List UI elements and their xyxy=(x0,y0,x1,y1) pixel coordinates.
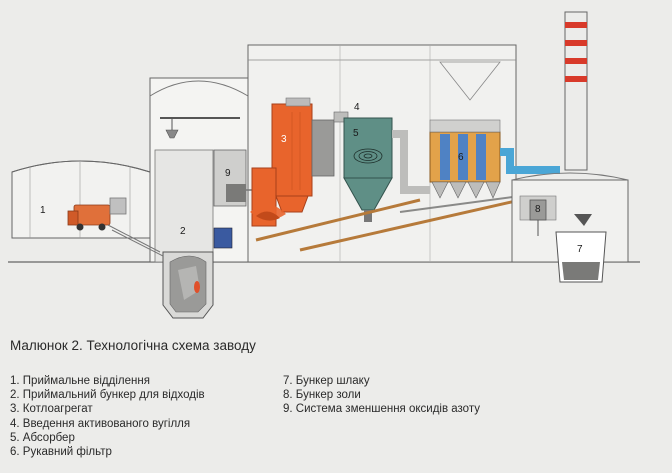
conveyors xyxy=(255,195,521,252)
slag-bunker-structure xyxy=(555,214,607,283)
reception-hall xyxy=(11,160,151,239)
legend-item: 7. Бункер шлаку xyxy=(283,375,370,387)
legend-item: 9. Система зменшення оксидів азоту xyxy=(283,403,480,416)
plant-technological-scheme: 1 2 3 4 5 6 7 8 9 xyxy=(8,11,640,319)
figure-caption: Малюнок 2. Технологічна схема заводу xyxy=(10,338,256,353)
legend-item: 8. Бункер золи xyxy=(283,389,361,402)
marker-label-3: 3 xyxy=(281,134,287,145)
legend-item: 6. Рукавний фільтр xyxy=(10,446,112,459)
absorber xyxy=(343,117,393,222)
legend-item: 3. Котлоагрегат xyxy=(10,403,93,416)
legend-item: 4. Введення активованого вугілля xyxy=(10,417,191,430)
blue-exhaust-duct xyxy=(500,148,560,174)
marker-label-9: 9 xyxy=(225,168,231,179)
legend-item: 2. Приймальний бункер для відходів xyxy=(10,389,205,402)
garbage-truck xyxy=(67,197,127,231)
legend-item: 1. Приймальне відділення xyxy=(10,375,150,387)
legend-column-2: 7. Бункер шлаку 8. Бункер золи 9. Систем… xyxy=(283,374,480,417)
marker-label-2: 2 xyxy=(180,226,186,237)
flue-duct xyxy=(392,130,430,194)
waste-bunker xyxy=(107,224,214,319)
marker-label-7: 7 xyxy=(577,244,583,255)
legend-column-1: 1. Приймальне відділення 2. Приймальний … xyxy=(10,374,205,459)
legend-item: 5. Абсорбер xyxy=(10,431,75,444)
ash-bunker-structure xyxy=(529,199,547,236)
boiler-economiser xyxy=(311,111,349,177)
boiler xyxy=(250,97,313,227)
marker-label-5: 5 xyxy=(353,128,359,139)
chimney xyxy=(564,11,588,171)
marker-label-6: 6 xyxy=(458,152,464,163)
marker-label-8: 8 xyxy=(535,204,541,215)
bag-filter xyxy=(429,119,501,199)
marker-label-1: 1 xyxy=(40,205,46,216)
marker-label-4: 4 xyxy=(354,102,360,113)
crane-hall xyxy=(149,77,249,263)
